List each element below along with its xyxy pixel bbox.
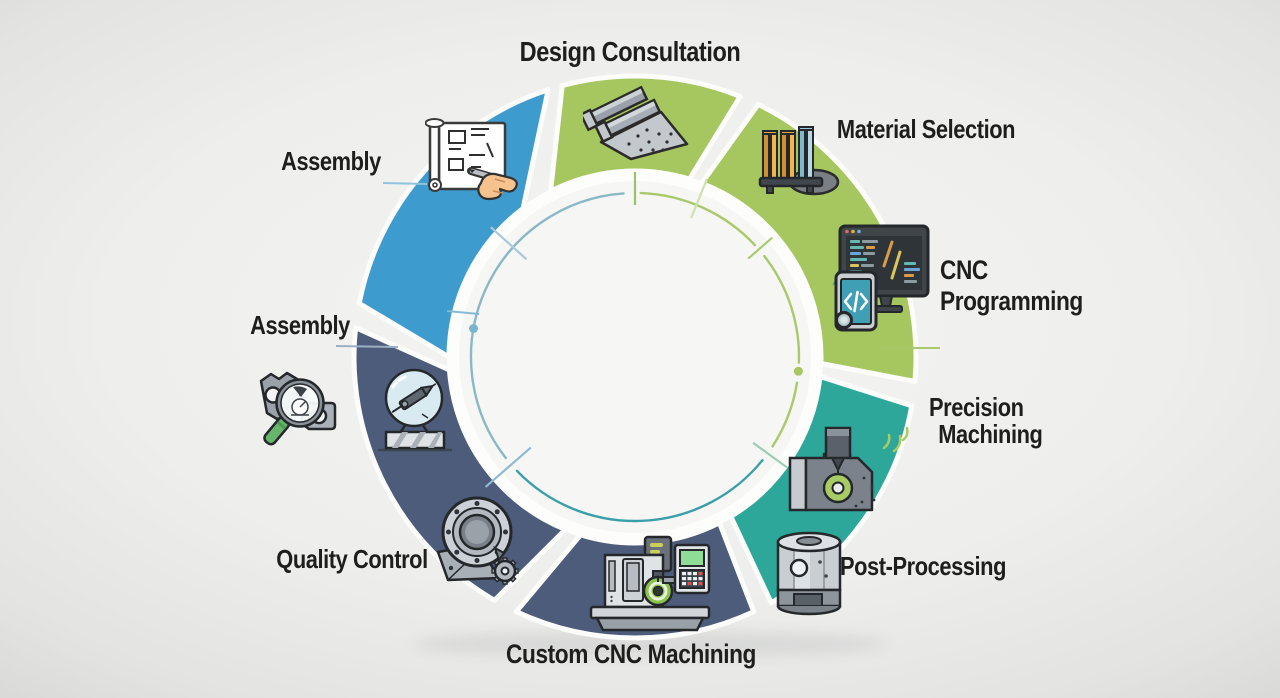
inner-ring-dot [468,324,478,334]
inner-ring-tick [484,446,532,488]
label-quality-control: Quality Control [276,544,428,574]
label-assembly-left: Assembly [250,310,350,340]
inner-ring-tick [747,236,774,260]
inner-ring-tick [690,178,708,219]
code-monitor-icon [832,224,930,332]
center-disc [459,181,811,533]
sphere-gauge-icon [378,368,452,452]
inner-ring-arc [763,254,801,364]
inner-ring-arc [639,191,757,247]
inner-ring-dot [793,366,803,376]
flange-gear-icon [436,496,519,585]
label-material-selection: Material Selection [836,114,1016,144]
inner-ring-tick [490,226,528,261]
inner-ring-arc [469,192,625,460]
label-design-consultation: Design Consultation [519,36,741,67]
inner-ring-arc [771,381,799,448]
cylinder-part-icon [776,531,842,616]
material-rack-icon [758,126,840,196]
decor-lines [335,182,940,349]
ring-shadow [412,631,888,657]
cnc-machine-icon [589,535,711,632]
milling-block-icon [788,426,909,512]
magnifier-parts-icon [259,371,337,446]
inner-ring-arc [515,459,764,523]
label-custom-cnc-machining: Custom CNC Machining [506,639,756,669]
metal-bars-icon [583,85,689,161]
label-post-processing: Post-Processing [839,551,1007,581]
inner-ring-tick [752,441,788,469]
label-assembly-top: Assembly [281,146,381,176]
blueprint-hand-icon [425,118,518,201]
